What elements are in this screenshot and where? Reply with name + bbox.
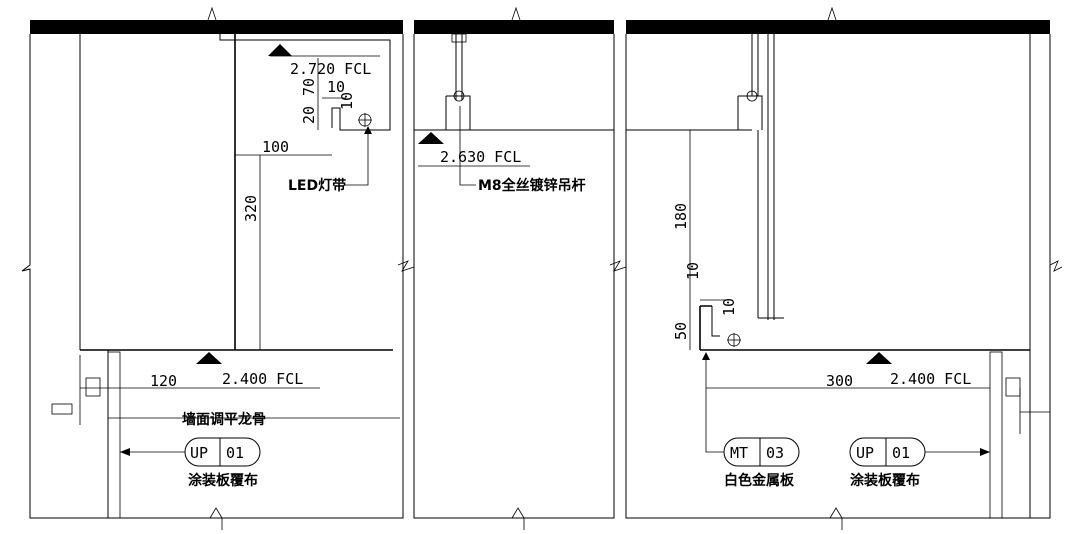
bolt-icon [51, 403, 73, 415]
keel-bracket [85, 377, 101, 397]
label-hanger-rod: M8全丝镀锌吊杆 [478, 177, 586, 194]
nut-icon [746, 90, 758, 102]
tag-mt [723, 437, 800, 467]
right-section: 180 10 10 50 2.400 FCL 300 MT 03 白色金属板 U… [626, 34, 1050, 519]
leader-led [345, 134, 369, 186]
label-led-strip: LED灯带 [288, 177, 346, 194]
dim-10-top: 10 [327, 78, 345, 96]
break-mark [609, 260, 627, 272]
mid-section: 2.630 FCL M8全丝镀锌吊杆 [414, 33, 614, 194]
break-mark [209, 507, 223, 530]
dim-10-right-box: 10 [720, 298, 738, 316]
wall-cladding [107, 351, 121, 519]
tag-up-right-num: 01 [892, 444, 910, 462]
leader-metal-panel [705, 360, 724, 453]
slab-right [626, 20, 1050, 34]
dim-300: 300 [826, 372, 853, 390]
elevation-marker [418, 132, 444, 144]
elevation-marker [268, 44, 292, 56]
label-metal-panel: 白色金属板 [724, 472, 795, 489]
tag-mt-code: MT [730, 444, 748, 462]
bolt-icon [1019, 388, 1050, 434]
break-mark [511, 6, 521, 21]
break-mark [397, 260, 415, 272]
elevation-top-left: 2.720 FCL [290, 60, 371, 78]
label-fabric-left: 涂装板覆布 [188, 472, 258, 489]
dim-120: 120 [150, 372, 177, 390]
leader-hanger-rod [459, 106, 476, 186]
tag-up-right-code: UP [856, 444, 874, 462]
elevation-marker [866, 352, 892, 364]
elevation-marker [196, 352, 222, 364]
tag-mt-num: 03 [766, 444, 784, 462]
elevation-bottom-left: 2.400 FCL [222, 370, 303, 388]
slab-left [30, 20, 403, 34]
tag-up-left [184, 437, 261, 467]
dim-10-right: 10 [684, 262, 702, 280]
dim-50: 50 [672, 322, 690, 340]
break-mark [207, 6, 217, 21]
dim-10-box: 10 [338, 92, 356, 110]
left-section: 2.720 FCL 70 20 10 10 100 LED灯带 320 2.40… [51, 34, 400, 519]
break-mark [829, 507, 843, 530]
break-mark [827, 6, 837, 21]
elevation-top-mid: 2.630 FCL [440, 148, 521, 166]
tag-up-left-num: 01 [226, 444, 244, 462]
dim-20: 20 [300, 106, 318, 124]
wall-cladding [989, 351, 1003, 519]
break-mark [1049, 260, 1063, 272]
tag-up-left-code: UP [190, 444, 208, 462]
dim-180: 180 [672, 203, 690, 230]
nut-icon [453, 90, 465, 102]
dim-320: 320 [242, 195, 260, 222]
break-mark [511, 507, 525, 530]
dim-70: 70 [300, 78, 318, 96]
slab-mid [414, 20, 614, 34]
label-wall-keel: 墙面调平龙骨 [182, 411, 266, 428]
label-fabric-right: 涂装板覆布 [850, 472, 920, 489]
keel-bracket [1005, 377, 1021, 397]
panel-frames [21, 6, 1063, 530]
dim-100: 100 [262, 138, 289, 156]
elevation-bottom-right: 2.400 FCL [890, 370, 971, 388]
